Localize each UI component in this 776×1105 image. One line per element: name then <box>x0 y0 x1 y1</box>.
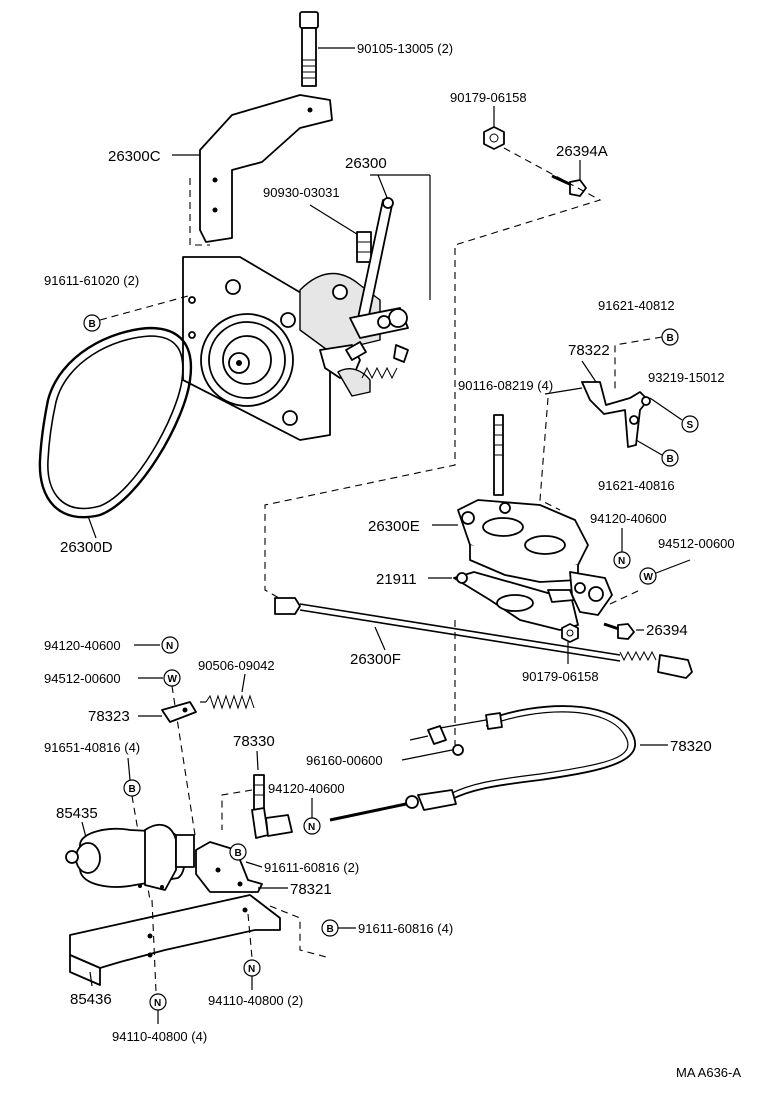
lever-mechanism <box>319 197 409 397</box>
bolt-badge-letter-3: B <box>667 454 674 465</box>
nut-badge-letter-3: N <box>308 822 315 833</box>
belt-26300D <box>38 326 193 519</box>
label-26300F: 26300F <box>350 651 401 668</box>
bolt-90105 <box>299 11 319 87</box>
bolt-26394 <box>603 622 635 640</box>
label-26300C: 26300C <box>108 148 161 165</box>
bolt-badge-letter-4: B <box>129 784 136 795</box>
nut-badge-letter-2: N <box>166 641 173 652</box>
stud-90116 <box>493 414 504 496</box>
bracket-26300C <box>199 94 333 243</box>
label-90105: 90105-13005 (2) <box>357 41 453 56</box>
label-91651: 91651-40816 (4) <box>44 740 140 755</box>
solenoid-85435 <box>65 823 195 891</box>
label-78321: 78321 <box>290 881 332 898</box>
bolt-26394A <box>551 174 587 197</box>
bolt-badge-91611-61020 <box>83 314 101 332</box>
fitting-78330 <box>251 774 293 839</box>
label-90179-top: 90179-06158 <box>450 90 527 105</box>
nut-badge-94120-left <box>161 636 179 654</box>
screw-badge-93219 <box>681 415 699 433</box>
base-plate-85436 <box>69 894 281 986</box>
switch-90930 <box>356 231 372 263</box>
bolt-badge-letter-5: B <box>235 848 242 859</box>
label-90506: 90506-09042 <box>198 658 275 673</box>
label-26300D: 26300D <box>60 539 113 556</box>
label-94110-a: 94110-40800 (2) <box>208 993 303 1008</box>
bolt-badge-91621-40816 <box>661 449 679 467</box>
bolt-badge-91611-60816-a <box>229 843 247 861</box>
pump-body-26300 <box>182 256 381 441</box>
label-94120-mid: 94120-40600 <box>268 781 345 796</box>
gasket-21911 <box>453 571 579 631</box>
diagram-code: MA A636-A <box>676 1065 741 1080</box>
nut-badge-letter-4: N <box>248 964 255 975</box>
label-91611-61020: 91611-61020 (2) <box>44 273 139 288</box>
label-90930: 90930-03031 <box>263 185 340 200</box>
cable-78320 <box>329 705 636 822</box>
throttle-linkage <box>547 571 613 616</box>
label-26300E: 26300E <box>368 518 420 535</box>
label-94512-right: 94512-00600 <box>658 536 735 551</box>
label-94110-b: 94110-40800 (4) <box>112 1029 207 1044</box>
label-94512-left: 94512-00600 <box>44 671 121 686</box>
label-91621-40812: 91621-40812 <box>598 298 675 313</box>
rod-26300F <box>274 597 693 679</box>
label-91621-40816: 91621-40816 <box>598 478 675 493</box>
nut-badge-letter-5: N <box>154 998 161 1009</box>
label-90116: 90116-08219 (4) <box>458 378 553 393</box>
label-21911: 21911 <box>376 571 417 588</box>
label-78322: 78322 <box>568 342 610 359</box>
bolt-badge-letter-2: B <box>667 333 674 344</box>
label-96160: 96160-00600 <box>306 753 383 768</box>
label-26394: 26394 <box>646 622 688 639</box>
label-78330: 78330 <box>233 733 275 750</box>
label-26394A: 26394A <box>556 143 608 160</box>
washer-badge-letter-2: W <box>168 674 178 685</box>
bracket-78322 <box>581 381 651 448</box>
bolt-badge-letter-1: B <box>89 319 96 330</box>
label-85435: 85435 <box>56 805 98 822</box>
plate-78323 <box>161 701 197 723</box>
screw-badge-letter: S <box>687 420 694 431</box>
nut-90179-top <box>483 126 505 150</box>
label-90179-bottom: 90179-06158 <box>522 669 599 684</box>
bracket-78321 <box>195 841 263 893</box>
spring-90506 <box>200 694 255 710</box>
label-91611-60816-a: 91611-60816 (2) <box>264 860 359 875</box>
washer-badge-letter-1: W <box>644 572 654 583</box>
nut-90179-bottom <box>561 623 579 643</box>
label-85436: 85436 <box>70 991 112 1008</box>
label-26300: 26300 <box>345 155 387 172</box>
label-94120-right: 94120-40600 <box>590 511 667 526</box>
label-94120-left: 94120-40600 <box>44 638 121 653</box>
flange-26300E <box>457 499 589 583</box>
label-91611-60816-b: 91611-60816 (4) <box>358 921 453 936</box>
bolt-badge-letter-6: B <box>327 924 334 935</box>
nut-badge-letter-1: N <box>618 556 625 567</box>
label-93219: 93219-15012 <box>648 370 725 385</box>
washer-badge-94512-right <box>639 567 657 585</box>
label-78320: 78320 <box>670 738 712 755</box>
label-78323: 78323 <box>88 708 130 725</box>
